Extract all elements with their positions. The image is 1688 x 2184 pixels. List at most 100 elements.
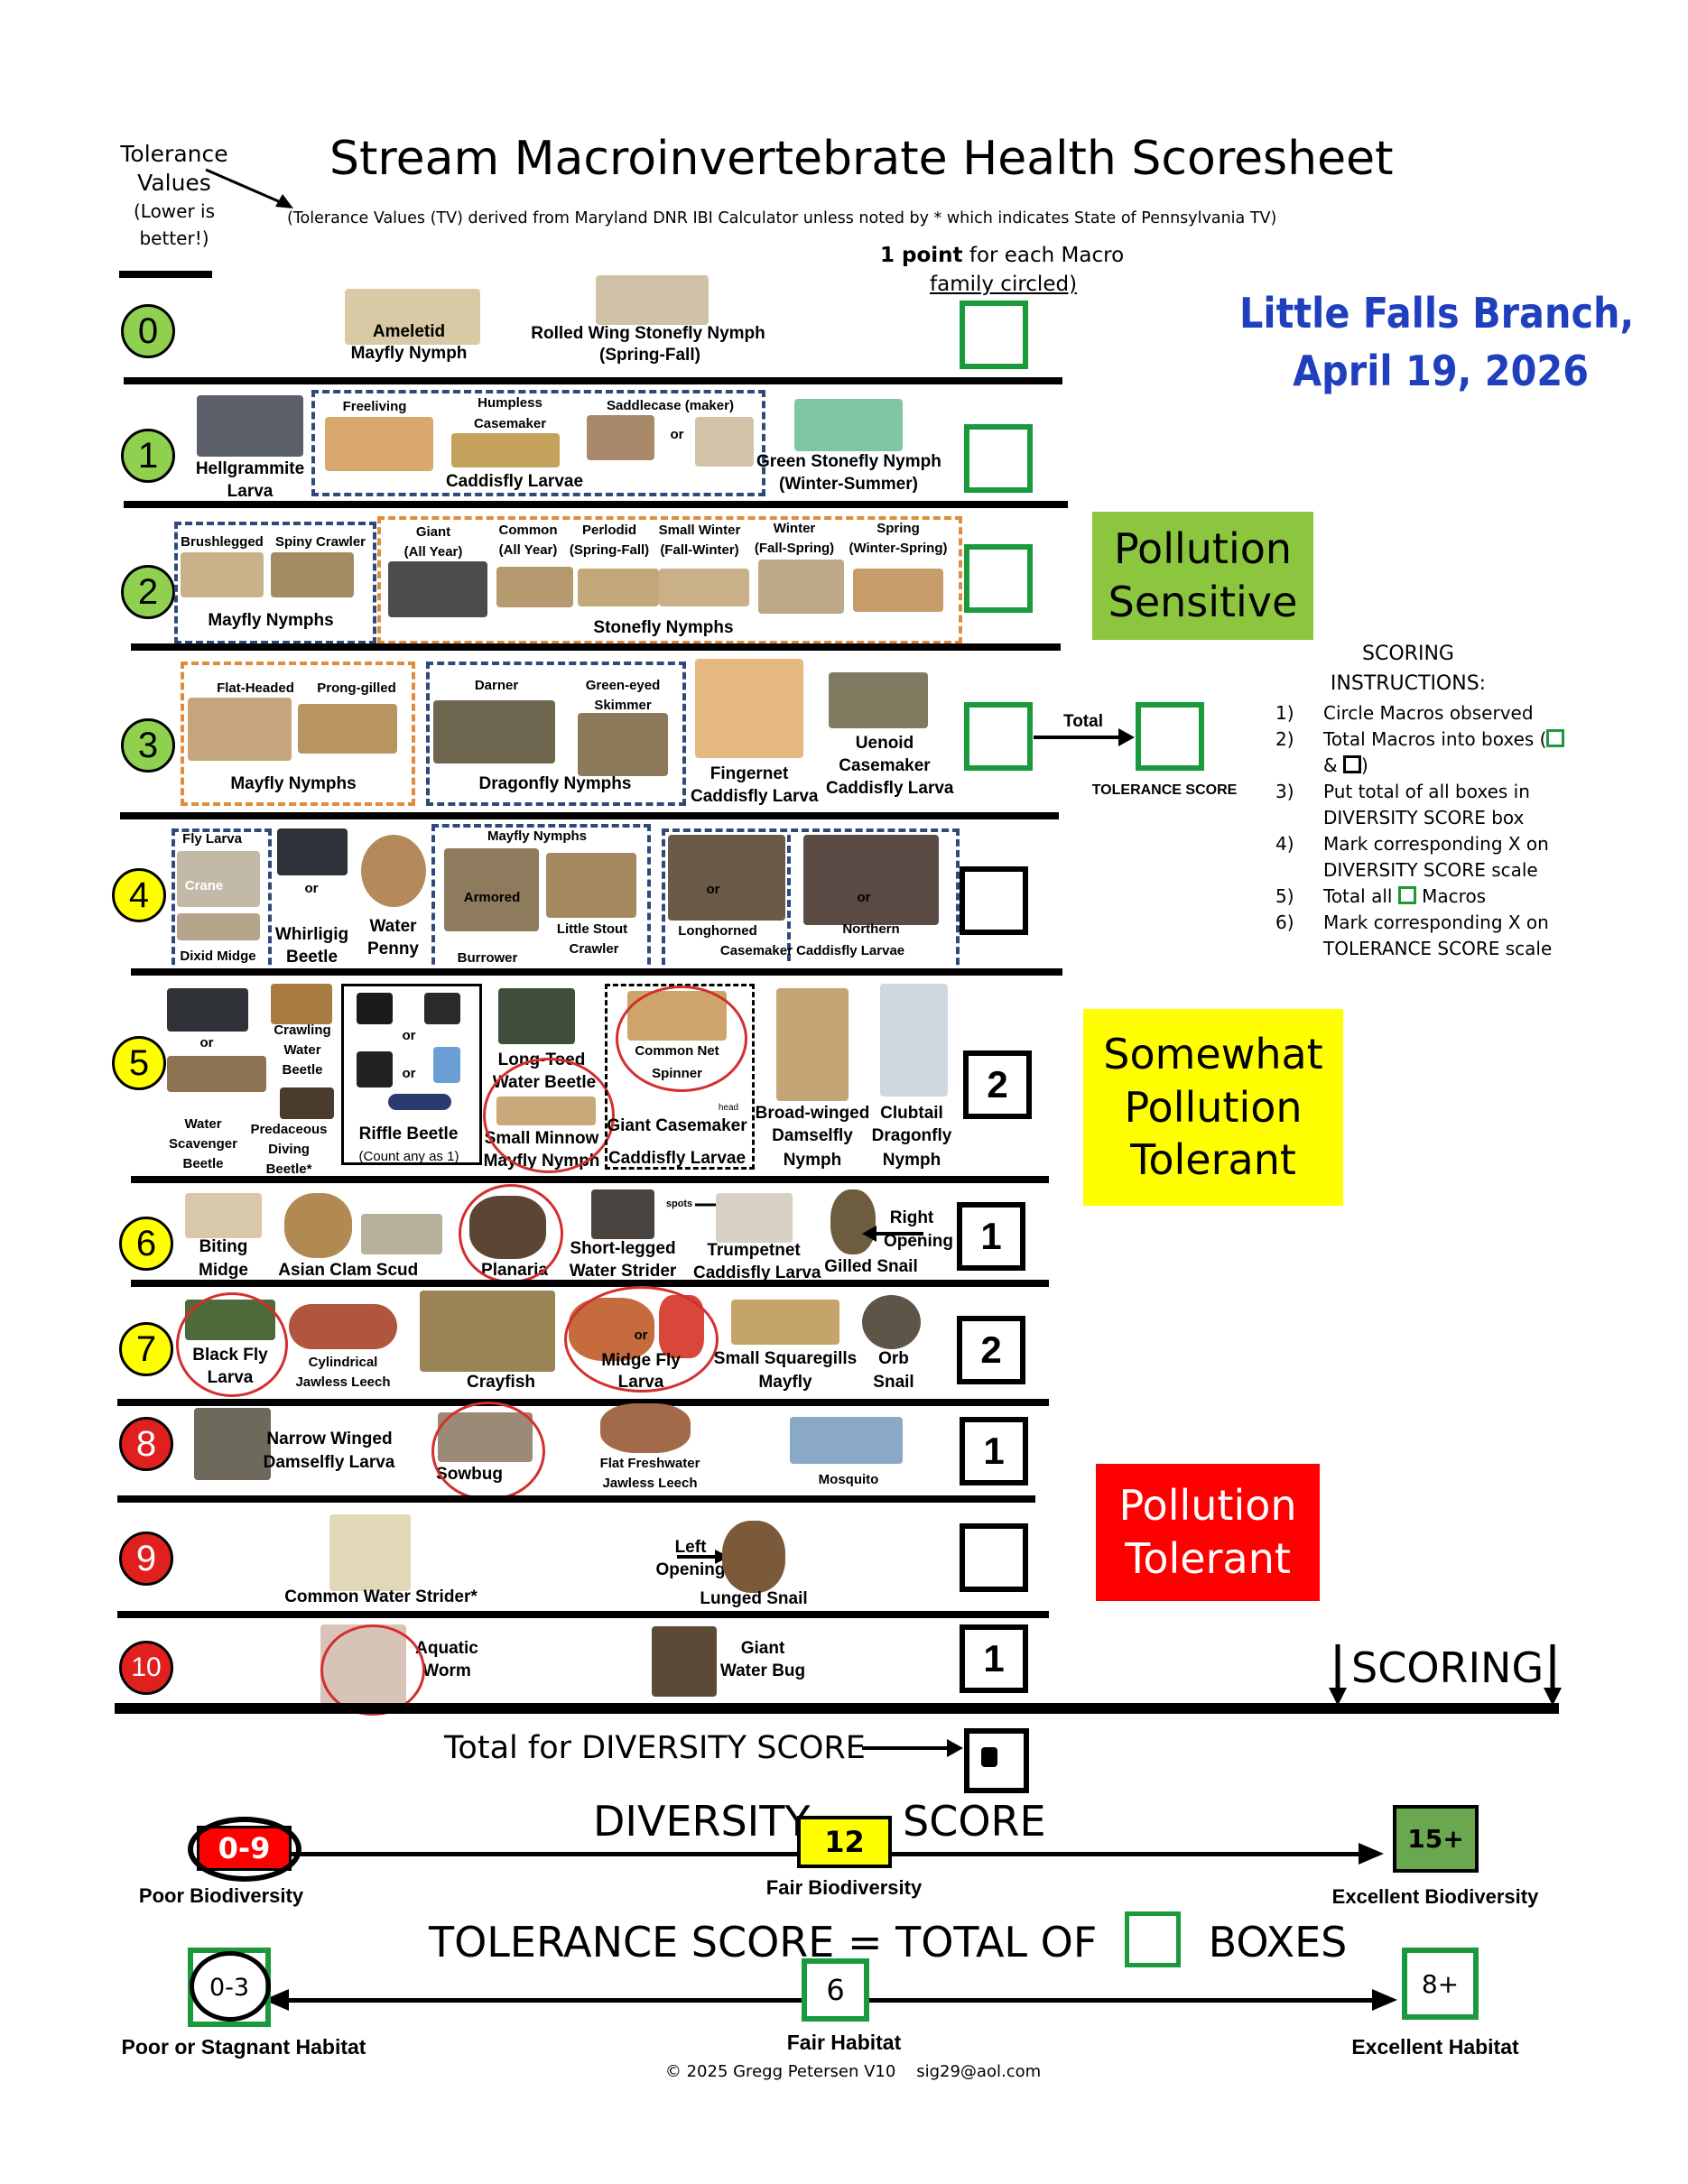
tv-7-circle: 7 [119, 1322, 173, 1376]
tv-header: Tolerance Values (Lower is better!) [116, 140, 233, 252]
instruction-6-text: Mark corresponding X on [1323, 912, 1549, 933]
tv-6-score-box[interactable]: 1 [957, 1202, 1025, 1271]
instruction-2-num: 2) [1275, 728, 1294, 750]
page-subtitle: (Tolerance Values (TV) derived from Mary… [287, 209, 1277, 227]
tv-label-2: Values [137, 170, 211, 196]
ameletid-label-2: Mayfly Nymph [350, 344, 468, 363]
aquatic-worm-circle [320, 1624, 425, 1716]
tv-5-score-box[interactable]: 2 [963, 1050, 1032, 1119]
whirligig-or: or [304, 881, 319, 896]
tv-7-score-box[interactable]: 2 [957, 1316, 1025, 1384]
giant-water-bug-image [652, 1626, 717, 1697]
diversity-scale-arrow [1359, 1843, 1384, 1865]
instruction-5-green-box-icon [1397, 886, 1416, 904]
tv-2-green-box[interactable] [964, 544, 1033, 613]
tv-9-box[interactable] [960, 1523, 1028, 1592]
riffle-beetle-image-3 [357, 1051, 393, 1087]
head-label: head [718, 1103, 739, 1113]
fingernet-label-2: Caddisfly Larva [691, 787, 819, 806]
tv-8-score-box[interactable]: 1 [960, 1417, 1028, 1485]
common-label: Common [498, 523, 558, 538]
tolerance-score-green-box[interactable] [1136, 702, 1204, 771]
common-stonefly-image [496, 567, 573, 607]
longhorned-label: Longhorned [678, 923, 757, 939]
instruction-5-text: Total all [1323, 885, 1393, 907]
tv-2-circle: 2 [121, 565, 175, 619]
row-7-divider [117, 1399, 1049, 1406]
tv-1-green-box[interactable] [964, 424, 1033, 493]
riffle-beetle-image-2 [424, 993, 460, 1024]
tv-10-score-box[interactable]: 1 [960, 1624, 1028, 1693]
saddlecase-label: Saddlecase (maker) [607, 398, 734, 413]
tv-3-green-box[interactable] [964, 702, 1033, 771]
crawling-label: Crawling [274, 1023, 331, 1038]
brushlegged-label: Brushlegged [181, 534, 264, 550]
green-stonefly-label: Green Stonefly Nymph [756, 452, 941, 471]
water-penny-label-2: Penny [366, 939, 420, 958]
instruction-1: 1)Circle Macros observed [1275, 700, 1534, 726]
broad-winged-label-2: Damselfly [772, 1126, 853, 1145]
pollution-sensitive-panel: Pollution Sensitive [1092, 512, 1313, 640]
crayfish-label: Crayfish [466, 1373, 536, 1392]
flat-leech-label: Flat Freshwater [599, 1456, 700, 1471]
tolerance-title: TOLERANCE SCORE = TOTAL OF BOXES [429, 1911, 1347, 1967]
asian-clam-image [284, 1193, 352, 1258]
clubtail-label: Clubtail [880, 1104, 943, 1123]
winter-label: Winter [773, 521, 816, 536]
total-diversity-box[interactable] [964, 1728, 1029, 1793]
row-0-divider [124, 377, 1062, 384]
gilled-snail-image [830, 1189, 876, 1254]
darner-label: Darner [474, 678, 519, 693]
gilled-snail-label: Gilled Snail [824, 1257, 918, 1276]
pollution-sensitive-line-2: Sensitive [1108, 578, 1298, 626]
pollution-tolerant-panel: Pollution Tolerant [1096, 1464, 1320, 1601]
tolerance-mid-label: Fair Habitat [786, 2031, 902, 2054]
tv-9-circle: 9 [119, 1532, 173, 1586]
armored-label: Armored [463, 890, 521, 905]
broad-winged-label: Broad-winged [755, 1104, 870, 1123]
total-diversity-mark [981, 1747, 997, 1767]
right-opening-label-2: Opening [883, 1232, 954, 1251]
tolerance-mid-box: 6 [802, 1958, 869, 2022]
row-1-divider [124, 501, 1068, 508]
dragonfly-group-box [426, 662, 686, 806]
pollution-tolerant-line-1: Pollution [1118, 1481, 1297, 1531]
water-penny-image [361, 835, 426, 907]
tolerance-title-1: TOLERANCE SCORE = TOTAL OF [429, 1918, 1098, 1967]
tv-3-circle: 3 [121, 718, 175, 773]
tv-0-green-box[interactable] [960, 301, 1028, 369]
mayfly-nymphs-label-2: Mayfly Nymphs [208, 611, 334, 630]
little-stout-label: Little Stout [556, 921, 628, 937]
tv-0-circle: 0 [121, 304, 175, 358]
aquatic-worm-label: Aquatic [415, 1639, 478, 1658]
small-squaregills-label: Small Squaregills [713, 1349, 858, 1368]
tv-4-box[interactable] [960, 866, 1028, 935]
spiny-crawler-image [271, 552, 354, 597]
diversity-word-1: DIVERSITY [593, 1797, 811, 1846]
crawling-label-3: Beetle [282, 1062, 323, 1078]
hellgrammite-label: Hellgrammite [195, 459, 305, 478]
giant-casemaker-label-2: Caddisfly Larvae [607, 1149, 747, 1168]
biting-midge-label-2: Midge [199, 1261, 248, 1280]
skimmer-label: Skimmer [594, 698, 652, 713]
lunged-snail-image [722, 1521, 785, 1593]
small-minnow-circle [483, 1058, 615, 1173]
somewhat-tolerant-panel: Somewhat Pollution Tolerant [1083, 1009, 1343, 1206]
location-title: Little Falls Branch, [1239, 289, 1635, 338]
fly-larva-label: Fly Larva [182, 831, 242, 847]
rolled-wing-label: Rolled Wing Stonefly Nymph [531, 324, 765, 343]
instruction-2-black-box-icon [1342, 755, 1361, 773]
broad-winged-image [776, 988, 849, 1101]
tolerance-title-green-box-icon [1124, 1911, 1181, 1967]
fingernet-image [695, 659, 803, 758]
skimmer-image [578, 713, 668, 776]
instruction-2: 2)Total Macros into boxes ( [1275, 726, 1565, 753]
darner-image [433, 700, 555, 763]
row-4-divider [131, 968, 1062, 976]
green-stonefly-image [794, 399, 903, 451]
orb-snail-label: Orb [878, 1349, 909, 1368]
tv-8-circle: 8 [119, 1417, 173, 1471]
rolled-wing-stonefly-image [596, 275, 709, 325]
winter-stonefly-image [758, 560, 844, 614]
tolerance-low-mark-circle [190, 1951, 271, 2022]
